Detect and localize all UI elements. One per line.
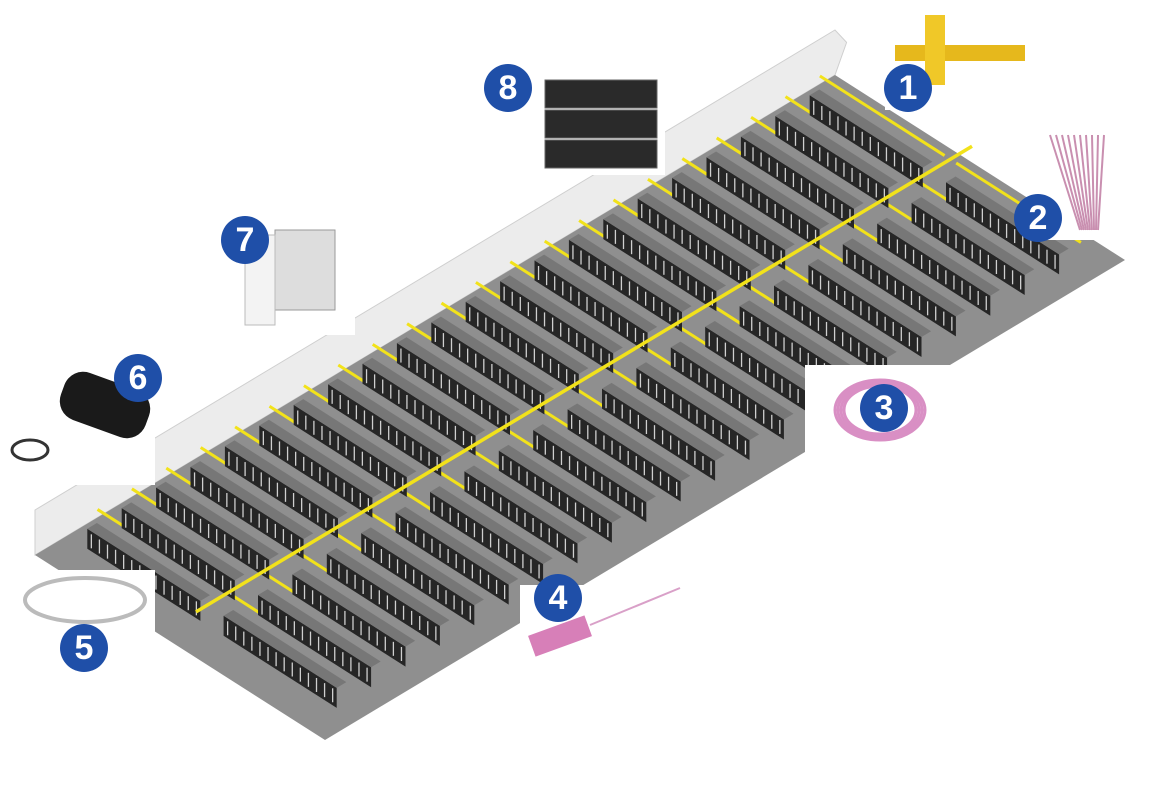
rack-row-top	[774, 279, 897, 358]
fiber-strand	[1061, 134, 1085, 231]
rack-row-top	[808, 259, 932, 337]
cable-coil	[833, 378, 927, 442]
rack-row-top	[706, 151, 830, 230]
wire-loop	[10, 438, 50, 462]
rack-row-top	[259, 419, 382, 498]
callout-1-overhead-cable-tray: 1	[884, 64, 932, 112]
rack-row-top	[430, 486, 553, 565]
rack-row-top	[533, 424, 656, 503]
rack-row-top	[636, 362, 760, 441]
connector-body	[528, 615, 592, 657]
rack-row-top	[156, 481, 279, 560]
rack-row-top	[293, 399, 417, 478]
rack-row-top	[500, 275, 623, 354]
rack-row-top	[498, 444, 622, 523]
fiber-strand	[1091, 134, 1095, 231]
rack-row-top	[637, 192, 761, 271]
fiber-strand	[1097, 134, 1105, 231]
rack-row-top	[258, 589, 381, 668]
fiber-strand	[1049, 134, 1081, 231]
rack-row-top	[328, 378, 451, 457]
cable-coil	[836, 380, 924, 440]
rack-row-top	[567, 403, 691, 482]
rack-row-top	[190, 461, 314, 539]
cable-loop	[23, 576, 147, 624]
callout-5-pre-terminated-cable: 5	[60, 624, 108, 672]
rack-row-top	[670, 341, 794, 420]
rack-row-top	[362, 357, 486, 436]
rack-row-top	[223, 609, 347, 688]
rack-row-top	[87, 522, 210, 601]
callout-3-mpo-trunk-cable: 3	[860, 384, 908, 432]
rack-row-top	[775, 110, 898, 189]
fiber-cable	[589, 587, 681, 626]
fiber-strand	[1055, 134, 1083, 231]
rack-row-top	[602, 382, 725, 461]
rack-row-top	[361, 527, 484, 606]
callout-4-mpo-connector: 4	[534, 574, 582, 622]
cable-tray-piece	[895, 45, 1025, 61]
callout-7-wall-mount-enclosure: 7	[221, 216, 269, 264]
rack-row-top	[395, 506, 519, 585]
rack-row-top	[740, 130, 864, 209]
rack-row-top	[842, 238, 966, 317]
cable-tray-piece	[925, 15, 945, 85]
rack-row-top	[396, 337, 520, 416]
product-images	[5, 5, 1130, 680]
rack-row-top	[326, 548, 450, 626]
callout-6-cable-pulling-kit: 6	[114, 354, 162, 402]
rack-row-top	[911, 197, 1035, 276]
rack-row-top	[224, 440, 348, 519]
enclosure-box	[274, 229, 336, 311]
rack-row-top	[705, 320, 828, 399]
fiber-strand	[1073, 134, 1089, 231]
enclosure-tray	[544, 79, 658, 109]
rack-row-top	[672, 172, 795, 251]
rack-row-top	[431, 316, 554, 395]
rack-row-top	[534, 254, 658, 333]
callout-2-fiber-fanout-harness: 2	[1014, 194, 1062, 242]
cable-tray	[819, 74, 946, 157]
rack-rows	[87, 74, 1082, 708]
rack-row-top	[739, 300, 863, 379]
rack-row-top	[877, 217, 1000, 296]
enclosure-tray	[544, 139, 658, 169]
rack-row-top	[121, 502, 245, 581]
rack-row-top	[465, 295, 589, 374]
rack-row-top	[292, 568, 416, 647]
fiber-strand	[1079, 134, 1091, 231]
rack-row-top	[464, 465, 588, 544]
rack-row-top	[603, 213, 726, 292]
fiber-strand	[1067, 134, 1087, 231]
main-cable-tray	[195, 144, 973, 614]
rack-row-top	[568, 234, 692, 312]
fiber-strand	[1095, 134, 1099, 231]
enclosure-tray	[544, 109, 658, 139]
rack-row-top	[809, 89, 933, 168]
fiber-strand	[1085, 134, 1093, 231]
callout-8-rack-mount-fiber-enclosure: 8	[484, 64, 532, 112]
